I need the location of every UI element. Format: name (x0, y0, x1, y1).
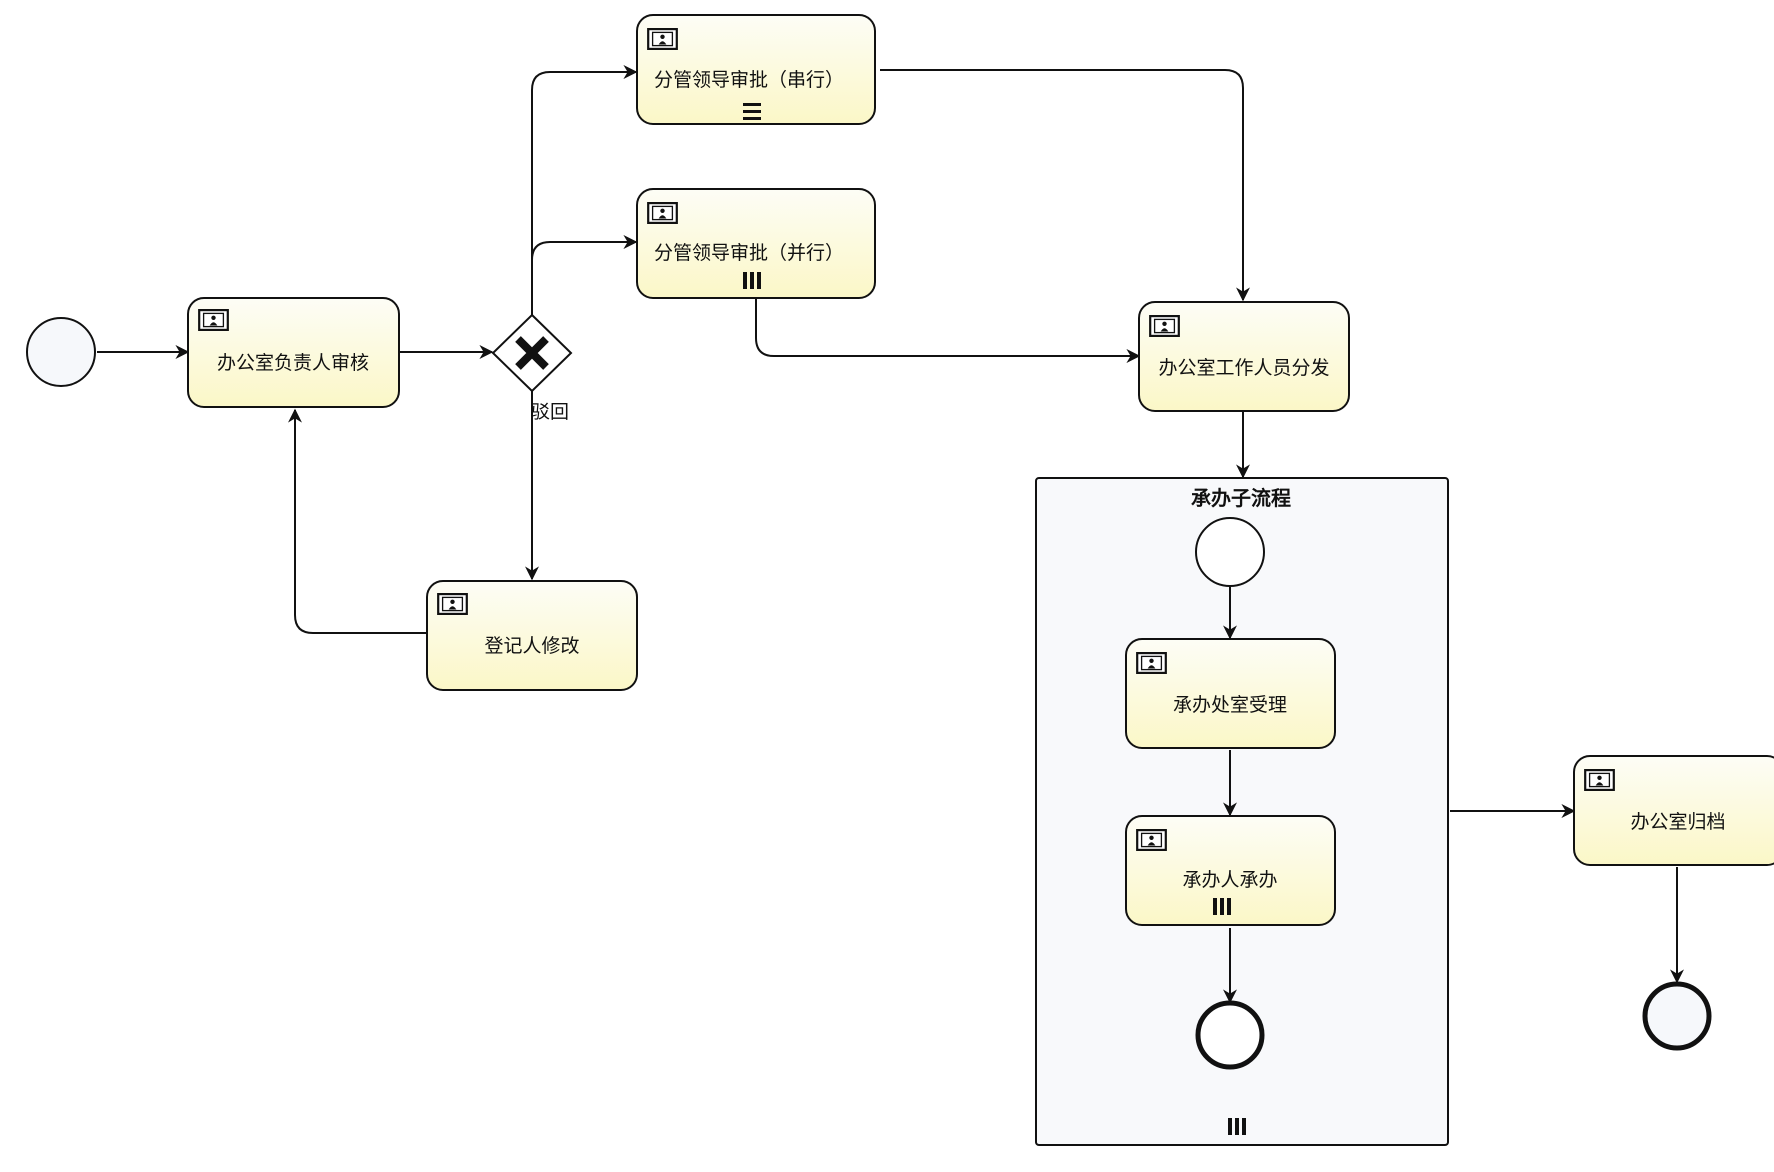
task-label: 办公室归档 (1630, 811, 1725, 833)
subprocess-start-event[interactable] (1195, 517, 1265, 587)
start-event[interactable] (26, 317, 96, 387)
task-registrant-modify[interactable]: 登记人修改 (426, 580, 638, 691)
subprocess-title: 承办子流程 (1191, 486, 1291, 510)
user-task-icon (1149, 315, 1180, 337)
user-task-icon (1136, 829, 1167, 851)
user-task-icon (647, 28, 678, 50)
user-task-icon (198, 309, 229, 331)
task-leader-approval-serial[interactable]: 分管领导审批（串行） (636, 14, 876, 125)
flow-gateway-to-leader-parallel[interactable] (531, 235, 638, 317)
task-dept-accept[interactable]: 承办处室受理 (1125, 638, 1336, 749)
task-label: 承办人承办 (1182, 869, 1277, 891)
task-office-staff-dispatch[interactable]: 办公室工作人员分发 (1138, 301, 1350, 412)
task-leader-approval-parallel[interactable]: 分管领导审批（并行） (636, 188, 876, 299)
user-task-icon (647, 202, 678, 224)
user-task-icon (1136, 652, 1167, 674)
exclusive-gateway[interactable] (491, 313, 573, 393)
task-label: 承办处室受理 (1173, 694, 1287, 716)
task-label: 办公室工作人员分发 (1158, 357, 1329, 379)
flow-leader-serial-to-staff-dispatch[interactable] (880, 69, 1250, 302)
task-office-head-review[interactable]: 办公室负责人审核 (187, 297, 400, 408)
end-event[interactable] (1642, 981, 1712, 1051)
sequential-multi-instance-icon (743, 103, 761, 120)
task-handler-process[interactable]: 承办人承办 (1125, 815, 1336, 926)
flow-leader-parallel-to-staff-dispatch[interactable] (755, 298, 1141, 363)
flow-registrant-to-office-head[interactable] (288, 408, 427, 634)
user-task-icon (1584, 769, 1615, 791)
subprocess-handling[interactable]: 承办子流程 承办处室受理 承办人承办 (1035, 477, 1449, 1146)
task-label: 登记人修改 (484, 635, 579, 657)
x-icon (515, 336, 549, 370)
subprocess-parallel-multi-instance-icon (1228, 1118, 1246, 1135)
user-task-icon (437, 593, 468, 615)
flow-gateway-to-leader-serial[interactable] (531, 65, 638, 317)
subprocess-end-event[interactable] (1195, 1000, 1265, 1070)
task-label: 分管领导审批（串行） (654, 69, 844, 91)
task-label: 分管领导审批（并行） (654, 242, 844, 264)
task-label: 办公室负责人审核 (217, 352, 369, 374)
task-office-archive[interactable]: 办公室归档 (1573, 755, 1774, 866)
parallel-multi-instance-icon (1213, 898, 1231, 915)
parallel-multi-instance-icon (743, 272, 761, 289)
reject-flow-label: 驳回 (531, 401, 569, 423)
sequence-flows (97, 65, 1684, 984)
